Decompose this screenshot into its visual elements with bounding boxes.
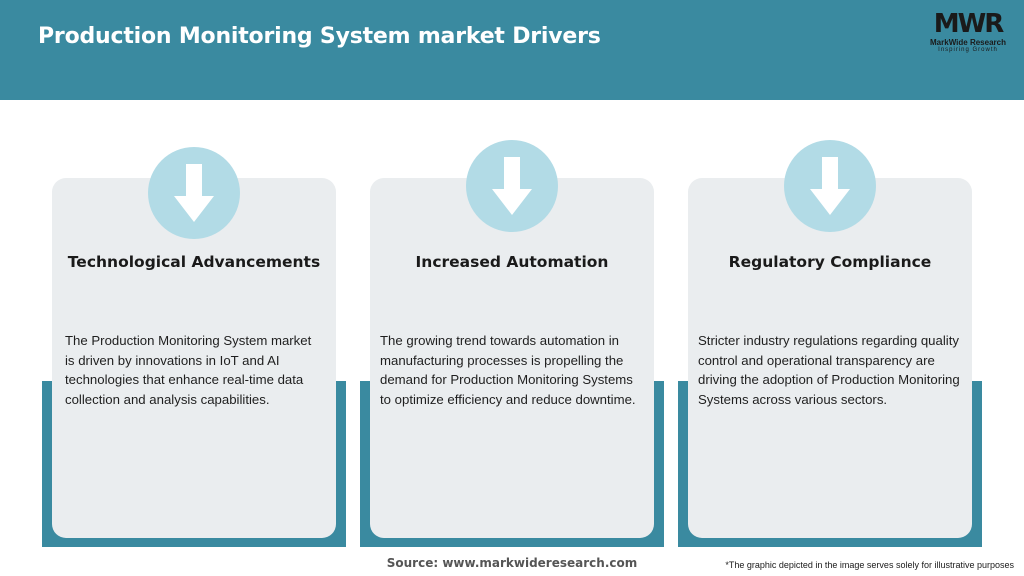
card-description: Stricter industry regulations regarding …: [698, 333, 960, 407]
arrow-down-icon: [466, 140, 558, 232]
page-title: Production Monitoring System market Driv…: [38, 24, 601, 49]
logo-tagline: Inspiring Growth: [938, 47, 998, 53]
header-banner: Production Monitoring System market Driv…: [0, 0, 1024, 100]
logo-mark: MWR: [933, 9, 1005, 39]
card-title: Technological Advancements: [67, 253, 321, 271]
card-description: The growing trend towards automation in …: [380, 333, 636, 407]
logo-name: MarkWide Research: [930, 38, 1006, 47]
card-description: The Production Monitoring System market …: [65, 333, 312, 407]
driver-card-regulatory-compliance: Regulatory Compliance Stricter industry …: [688, 140, 972, 538]
driver-card-technological-advancements: Technological Advancements The Productio…: [52, 147, 336, 538]
disclaimer-note: *The graphic depicted in the image serve…: [725, 560, 1014, 570]
arrow-down-icon: [784, 140, 876, 232]
driver-card-increased-automation: Increased Automation The growing trend t…: [370, 140, 654, 538]
card-title: Increased Automation: [415, 253, 609, 271]
source-citation: Source: www.markwideresearch.com: [386, 556, 638, 570]
card-title: Regulatory Compliance: [728, 253, 932, 271]
arrow-down-icon: [148, 147, 240, 239]
company-logo: MWR MarkWide Research Inspiring Growth: [920, 10, 1016, 60]
